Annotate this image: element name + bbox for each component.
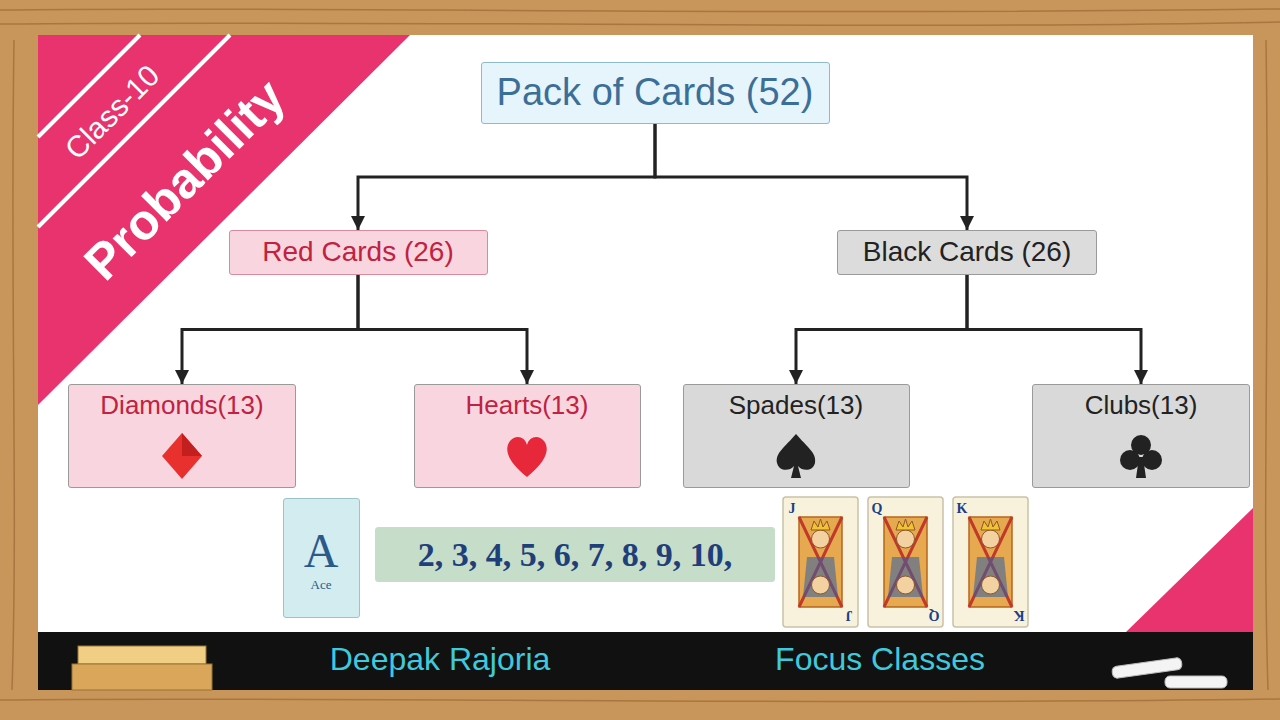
spade-shape <box>777 434 816 478</box>
category-box: Red Cards (26) <box>229 230 488 275</box>
club-stem <box>1136 457 1146 478</box>
connector-arrow <box>182 275 358 384</box>
ace-card: AAce <box>283 498 360 618</box>
club-lobe <box>1120 450 1140 470</box>
suit-card: Spades(13) <box>683 384 910 488</box>
card-index: K <box>1013 607 1026 622</box>
connector-arrow <box>358 275 527 384</box>
node-title: Red Cards (26) <box>262 236 453 268</box>
author-name: Deepak Rajoria <box>330 642 551 677</box>
diamond-symbol <box>157 431 207 481</box>
chalk-stick <box>1165 676 1227 688</box>
club-lobe <box>1142 450 1162 470</box>
node-title: Black Cards (26) <box>863 236 1072 268</box>
jack-card <box>783 497 858 627</box>
node-title: Pack of Cards (52) <box>497 71 814 115</box>
eraser-top <box>78 646 206 664</box>
suit-card: Clubs(13) <box>1032 384 1250 488</box>
grain-line <box>12 40 14 690</box>
node-title: 2, 3, 4, 5, 6, 7, 8, 9, 10, <box>418 535 733 574</box>
grain-line <box>0 699 1280 702</box>
node-title: Clubs(13) <box>1085 391 1198 421</box>
suit-card: Diamonds(13) <box>68 384 296 488</box>
node-subtitle: Ace <box>311 578 332 593</box>
card-index: K <box>956 501 969 516</box>
board-surface <box>38 35 1253 632</box>
card-index: J <box>788 501 797 516</box>
club-symbol <box>1116 431 1166 481</box>
wood-grain <box>0 9 1280 702</box>
heart-shape <box>507 437 547 477</box>
node-title: Hearts(13) <box>466 391 589 421</box>
connector-arrow <box>796 275 967 384</box>
queen-card <box>868 497 943 627</box>
suit-card: Hearts(13) <box>414 384 641 488</box>
diamond-shade <box>182 433 202 456</box>
node-title: A <box>304 523 339 578</box>
brand-name: Focus Classes <box>775 642 985 677</box>
node-title: Spades(13) <box>729 391 863 421</box>
footer-bar <box>38 632 1253 690</box>
connector-arrow <box>358 124 655 230</box>
heart-symbol <box>502 431 552 481</box>
grain-line <box>0 9 1280 12</box>
diamond-shape <box>162 433 202 479</box>
corner-triangle <box>1126 508 1253 632</box>
banner-triangle <box>38 35 410 405</box>
grain-line <box>0 22 1280 25</box>
class-label: Class-10 <box>58 58 165 165</box>
king-card <box>953 497 1028 627</box>
grain-line <box>1266 40 1268 690</box>
number-band: 2, 3, 4, 5, 6, 7, 8, 9, 10, <box>375 527 775 582</box>
card-index: Q <box>928 607 941 622</box>
connector-arrow <box>967 275 1141 384</box>
eraser-base <box>72 664 212 690</box>
node-title: Diamonds(13) <box>100 391 263 421</box>
root-box: Pack of Cards (52) <box>481 62 830 124</box>
connector-arrow <box>655 124 967 230</box>
category-box: Black Cards (26) <box>837 230 1097 275</box>
card-index: J <box>845 607 854 622</box>
spade-symbol <box>771 431 821 481</box>
card-index: Q <box>871 501 884 516</box>
